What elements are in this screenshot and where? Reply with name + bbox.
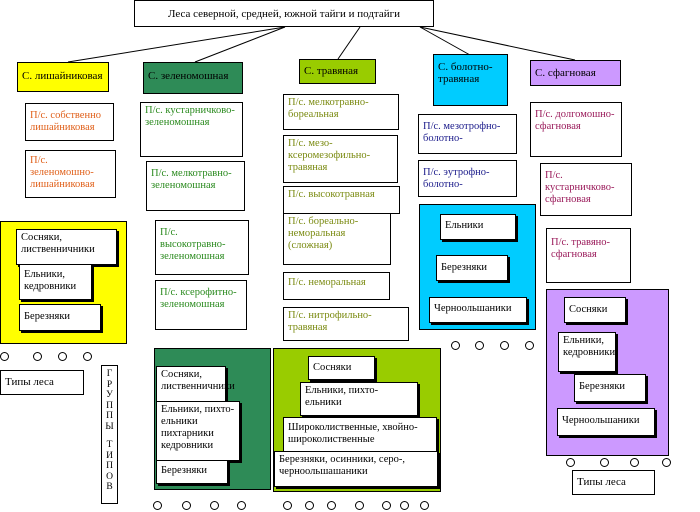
type-herb-2: Ельники, пихто-ельники <box>300 382 418 416</box>
type-greenmoss-1: Сосняки, лиственничники <box>156 366 235 402</box>
type-herb-1: Сосняки <box>308 356 375 380</box>
circle-marker <box>283 501 292 510</box>
subgroup-herb-6: П/с. нитрофильно-травяная <box>283 307 409 341</box>
subgroup-greenmoss-3: П/с. высокотравно-зеленомошная <box>155 220 249 275</box>
circle-marker <box>58 352 67 361</box>
circle-marker <box>525 341 534 350</box>
forest-types-label-right: Типы леса <box>572 470 655 495</box>
group-herb: С. травяная <box>299 59 376 84</box>
subgroup-sphagnum-1: П/с. долгомошно-сфагновая <box>530 102 622 157</box>
group-sphagnum: С. сфагновая <box>530 60 621 86</box>
subgroup-herb-1: П/с. мелкотравно-бореальная <box>283 94 399 130</box>
type-herb-3: Широколиственные, хвойно-широколиственны… <box>283 417 437 453</box>
groups-of-types-label: Г Р У П П Ы Т И П О В <box>101 365 118 504</box>
type-lichen-3: Березняки <box>19 304 101 331</box>
circle-marker <box>662 458 671 467</box>
type-lichen-2: Ельники, кедровники <box>19 264 92 300</box>
groups-of-types-letter: Т <box>106 440 113 450</box>
type-sphagnum-2: Ельники, кедровники <box>558 332 616 372</box>
type-lichen-1: Сосняки, лиственничники <box>16 229 117 265</box>
subgroup-greenmoss-2: П/с. мелкотравно-зеленомошная <box>146 161 245 211</box>
type-bog-1: Ельники <box>440 214 516 240</box>
subgroup-herb-4: П/с. бореально-неморальная (сложная) <box>283 213 391 265</box>
subgroup-bog-2: П/с. эутрофно-болотно- <box>418 160 517 197</box>
groups-of-types-letter: Г <box>106 369 113 379</box>
subgroup-bog-1: П/с. мезотрофно-болотно- <box>418 114 517 154</box>
circle-marker <box>500 341 509 350</box>
circle-marker <box>210 501 219 510</box>
type-bog-3: Черноольшаники <box>429 297 527 323</box>
groups-of-types-letter: О <box>106 471 113 482</box>
type-sphagnum-1: Сосняки <box>564 297 626 323</box>
subgroup-greenmoss-4: П/с. ксерофитно-зеленомошная <box>155 280 247 330</box>
circle-marker <box>566 458 575 467</box>
circle-marker <box>600 458 609 467</box>
type-sphagnum-3: Березняки <box>574 374 646 402</box>
circle-marker <box>355 501 364 510</box>
type-bog-2: Березняки <box>436 255 508 281</box>
circle-marker <box>237 501 246 510</box>
forest-types-label-left: Типы леса <box>0 370 84 395</box>
group-lichen: С. лишайниковая <box>17 62 109 92</box>
circle-marker <box>33 352 42 361</box>
subgroup-herb-3: П/с. высокотравная <box>283 186 400 214</box>
groups-of-types-letter: У <box>106 390 113 400</box>
type-herb-4: Березняки, осинники, серо-, черноольшаша… <box>274 451 438 487</box>
circle-marker <box>305 501 314 510</box>
circle-marker <box>182 501 191 510</box>
groups-of-types-letter: П <box>106 400 113 411</box>
groups-of-types-letter: П <box>106 411 113 421</box>
circle-marker <box>83 352 92 361</box>
circle-marker <box>153 501 162 510</box>
type-greenmoss-3: Березняки <box>156 460 228 484</box>
groups-of-types-letter: И <box>106 450 113 461</box>
type-sphagnum-4: Черноольшаники <box>557 408 655 436</box>
groups-of-types-letter: Р <box>106 379 113 390</box>
circle-marker <box>475 341 484 350</box>
circle-marker <box>630 458 639 467</box>
groups-of-types-letter: Ы <box>105 421 114 432</box>
subgroup-lichen-1: П/с. собственно лишайниковая <box>25 103 114 141</box>
circle-marker <box>0 352 9 361</box>
subgroup-herb-2: П/с. мезо-ксеромезофильно-травяная <box>283 135 398 183</box>
subgroup-greenmoss-1: П/с. кустарничково-зеленомошная <box>140 102 243 157</box>
type-greenmoss-2: Ельники, пихто-ельники пихтарники кедров… <box>156 401 240 461</box>
circle-marker <box>420 501 429 510</box>
root-title: Леса северной, средней, южной тайги и по… <box>134 0 434 27</box>
groups-of-types-letter <box>102 432 117 440</box>
subgroup-lichen-2: П/с. зеленомошно-лишайниковая <box>25 150 116 198</box>
circle-marker <box>451 341 460 350</box>
group-bog-herb: С. болотно-травяная <box>433 54 508 106</box>
circle-marker <box>382 501 391 510</box>
subgroup-herb-5: П/с. неморальная <box>283 272 390 300</box>
groups-of-types-letter: В <box>106 482 113 492</box>
subgroup-sphagnum-3: П/с. травяно-сфагновая <box>546 228 631 283</box>
circle-marker <box>327 501 336 510</box>
groups-of-types-letter: П <box>106 461 113 471</box>
circle-marker <box>400 501 409 510</box>
subgroup-sphagnum-2: П/с. кустарничково-сфагновая <box>540 163 632 216</box>
group-greenmoss: С. зеленомошная <box>143 62 243 94</box>
